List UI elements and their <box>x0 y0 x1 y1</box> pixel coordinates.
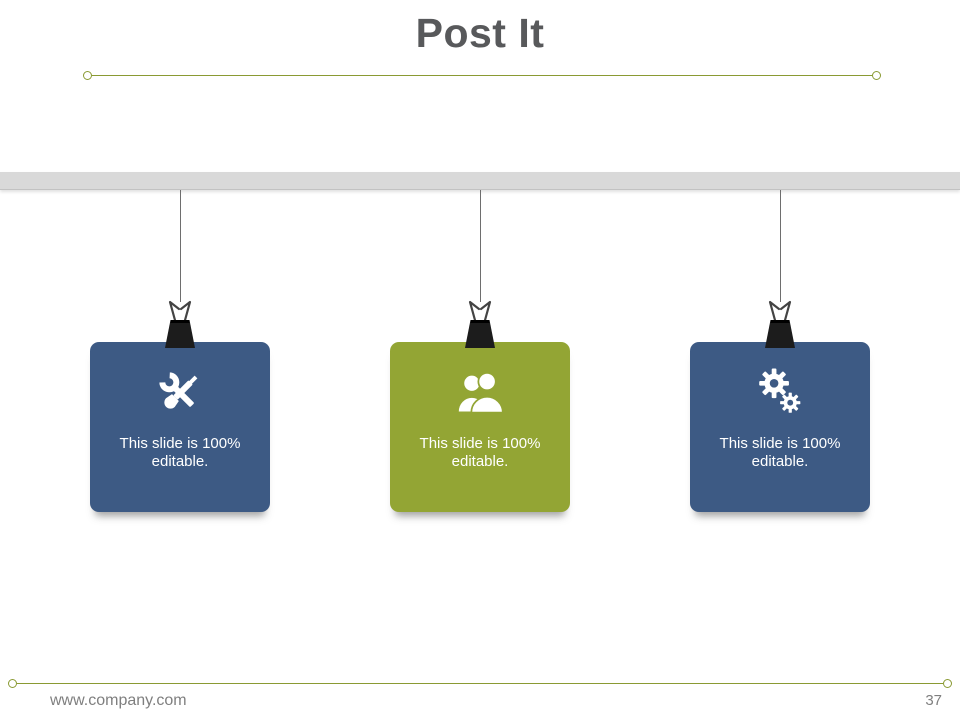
divider-dot-right <box>943 679 952 688</box>
page-title: Post It <box>415 10 545 56</box>
postit-card: This slide is 100% editable. <box>90 342 270 512</box>
title-divider <box>83 70 881 81</box>
postit-group-gears: This slide is 100% editable. <box>690 190 870 525</box>
divider-dot-left <box>8 679 17 688</box>
footer-divider <box>8 678 952 689</box>
page-number: 37 <box>925 692 942 709</box>
hanging-string <box>180 190 181 302</box>
binder-clip-icon <box>156 294 204 350</box>
hanging-string <box>780 190 781 302</box>
hanging-bar <box>0 172 960 190</box>
footer-website: www.company.com <box>50 692 187 709</box>
card-text: This slide is 100% editable. <box>719 435 841 471</box>
divider-line <box>17 683 943 684</box>
binder-clip-icon <box>456 294 504 350</box>
tools-icon <box>152 364 208 422</box>
postit-card: This slide is 100% editable. <box>390 342 570 512</box>
divider-dot-left <box>83 71 92 80</box>
divider-line <box>92 75 872 76</box>
card-text: This slide is 100% editable. <box>419 435 541 471</box>
gears-icon <box>752 364 808 422</box>
postit-group-people: This slide is 100% editable. <box>390 190 570 525</box>
postit-card: This slide is 100% editable. <box>690 342 870 512</box>
hanging-string <box>480 190 481 302</box>
card-text: This slide is 100% editable. <box>119 435 241 471</box>
postit-group-tools: This slide is 100% editable. <box>90 190 270 525</box>
binder-clip-icon <box>756 294 804 350</box>
people-icon <box>451 364 509 422</box>
divider-dot-right <box>872 71 881 80</box>
